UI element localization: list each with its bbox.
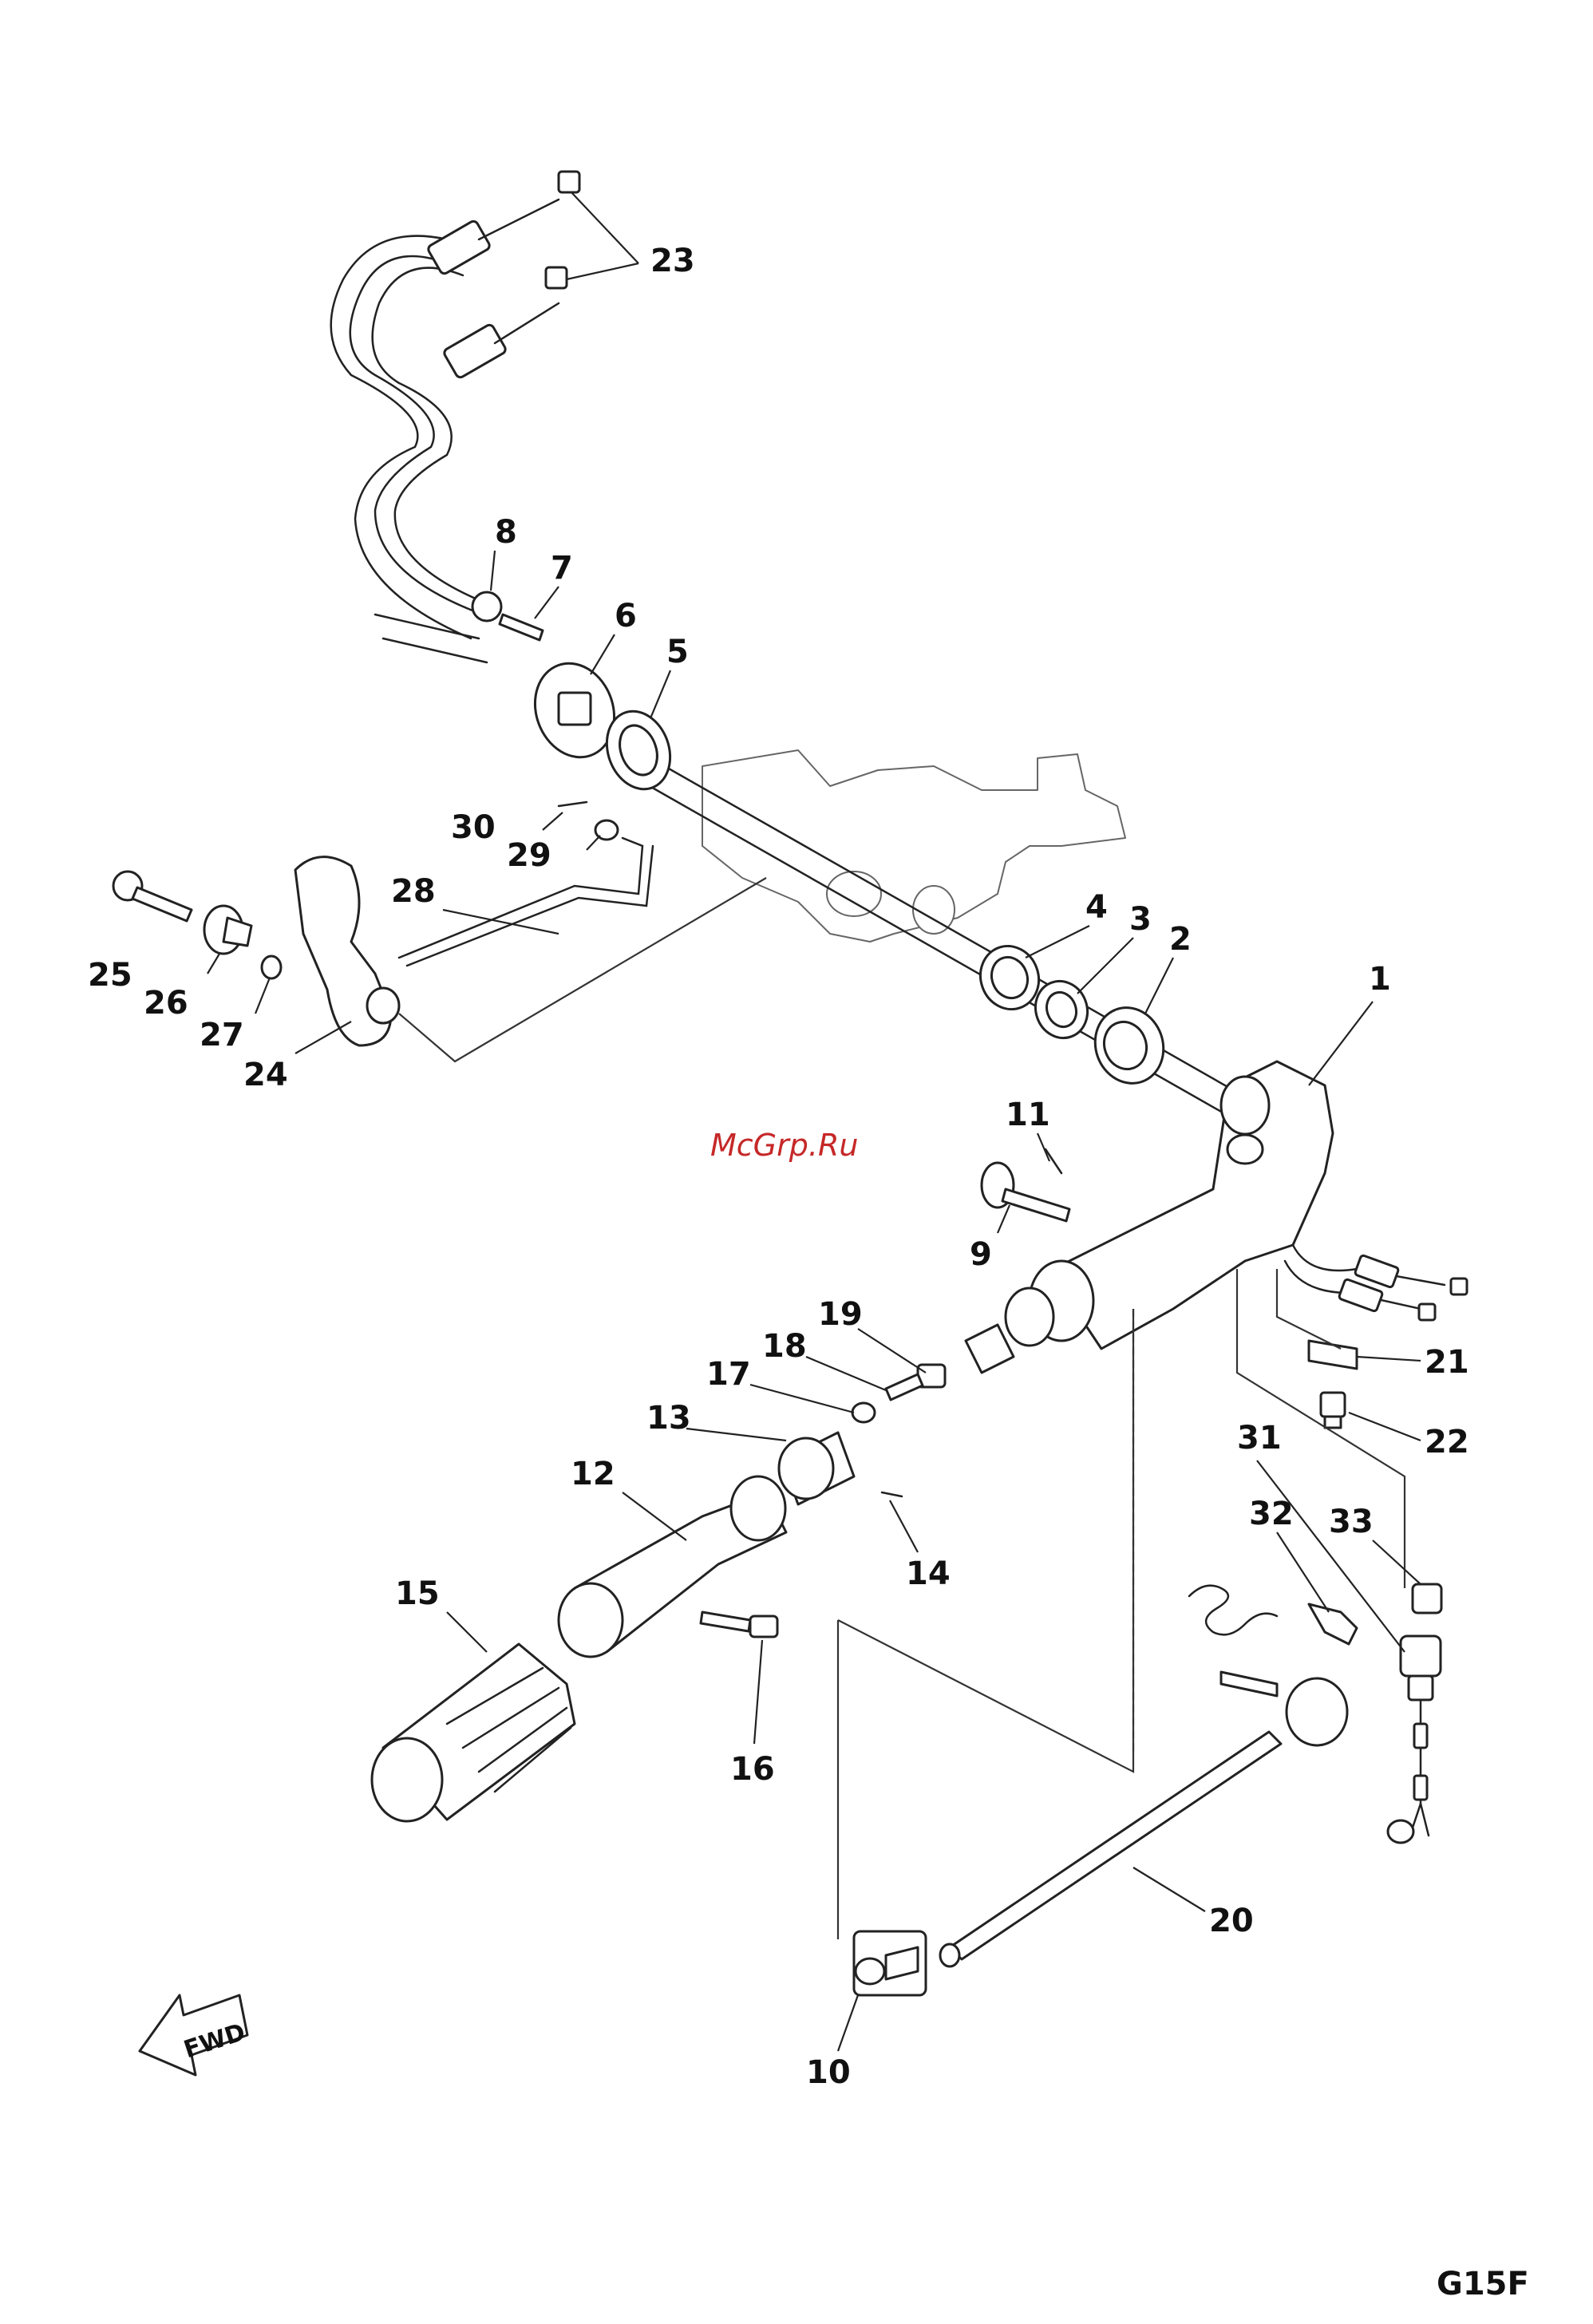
part-15-grip [372, 1644, 575, 1821]
part-9-screw [982, 1163, 1069, 1221]
tiller-cables [1285, 1245, 1467, 1320]
part-10-clip [854, 1931, 926, 1995]
watermark: McGrp.Ru [710, 1128, 858, 1163]
part-32-lanyard [1189, 1586, 1357, 1696]
callout-1: 1 [1369, 961, 1391, 998]
callout-16: 16 [730, 1751, 775, 1788]
callout-26: 26 [144, 985, 188, 1022]
callout-21: 21 [1425, 1344, 1469, 1381]
callout-32: 32 [1249, 1496, 1294, 1532]
callout-30: 30 [451, 809, 496, 846]
callout-12: 12 [571, 1456, 615, 1492]
callout-14: 14 [906, 1555, 951, 1592]
callout-20: 20 [1209, 1903, 1254, 1939]
part-26-bushing [204, 906, 251, 954]
callout-6: 6 [615, 598, 637, 634]
callout-10: 10 [806, 2054, 851, 2091]
callout-4: 4 [1085, 889, 1108, 926]
callout-31: 31 [1237, 1420, 1282, 1456]
callout-13: 13 [646, 1400, 691, 1437]
part-7-bolt [500, 615, 543, 640]
callout-24: 24 [243, 1057, 288, 1093]
callout-9: 9 [970, 1236, 992, 1273]
steering-bracket-outline [702, 750, 1125, 942]
callout-11: 11 [1006, 1097, 1050, 1133]
callout-15: 15 [395, 1575, 440, 1612]
cable-end-nut [559, 172, 579, 192]
part-33-cap [1413, 1584, 1441, 1613]
part-16-screw [701, 1612, 777, 1637]
callout-19: 19 [818, 1296, 863, 1333]
callout-17: 17 [706, 1356, 751, 1393]
sheet-code: G15F [1437, 2266, 1529, 2302]
part-8-nut [472, 592, 501, 621]
part-18-spring [886, 1374, 923, 1400]
part-27-washer [262, 956, 281, 978]
callout-25: 25 [88, 957, 132, 994]
callout-33: 33 [1329, 1504, 1374, 1540]
part-20-shift-rod [940, 1678, 1347, 1966]
callout-23: 23 [650, 243, 695, 279]
throttle-cables [331, 172, 579, 662]
callout-28: 28 [391, 873, 436, 910]
callout-7: 7 [551, 550, 573, 587]
part-14-pin [882, 1492, 902, 1496]
callout-27: 27 [200, 1017, 244, 1053]
callout-2: 2 [1169, 921, 1192, 958]
callout-3: 3 [1129, 901, 1152, 938]
part-22-bolt [1321, 1393, 1345, 1428]
callout-8: 8 [495, 514, 517, 551]
part-25-bolt [113, 872, 192, 921]
part-11-pin [1046, 1149, 1061, 1173]
part-30-pin [559, 802, 587, 806]
assembly-lines [399, 878, 1405, 1939]
callout-5: 5 [666, 634, 689, 670]
fwd-direction-arrow: FWD [140, 1995, 249, 2075]
callout-18: 18 [762, 1328, 807, 1365]
part-31-stop-switch [1388, 1636, 1441, 1843]
part-17-washer [852, 1403, 875, 1422]
callout-29: 29 [507, 837, 551, 874]
callout-22: 22 [1425, 1424, 1469, 1460]
part-13-collar [779, 1433, 854, 1504]
part-24-lever [295, 857, 399, 1045]
